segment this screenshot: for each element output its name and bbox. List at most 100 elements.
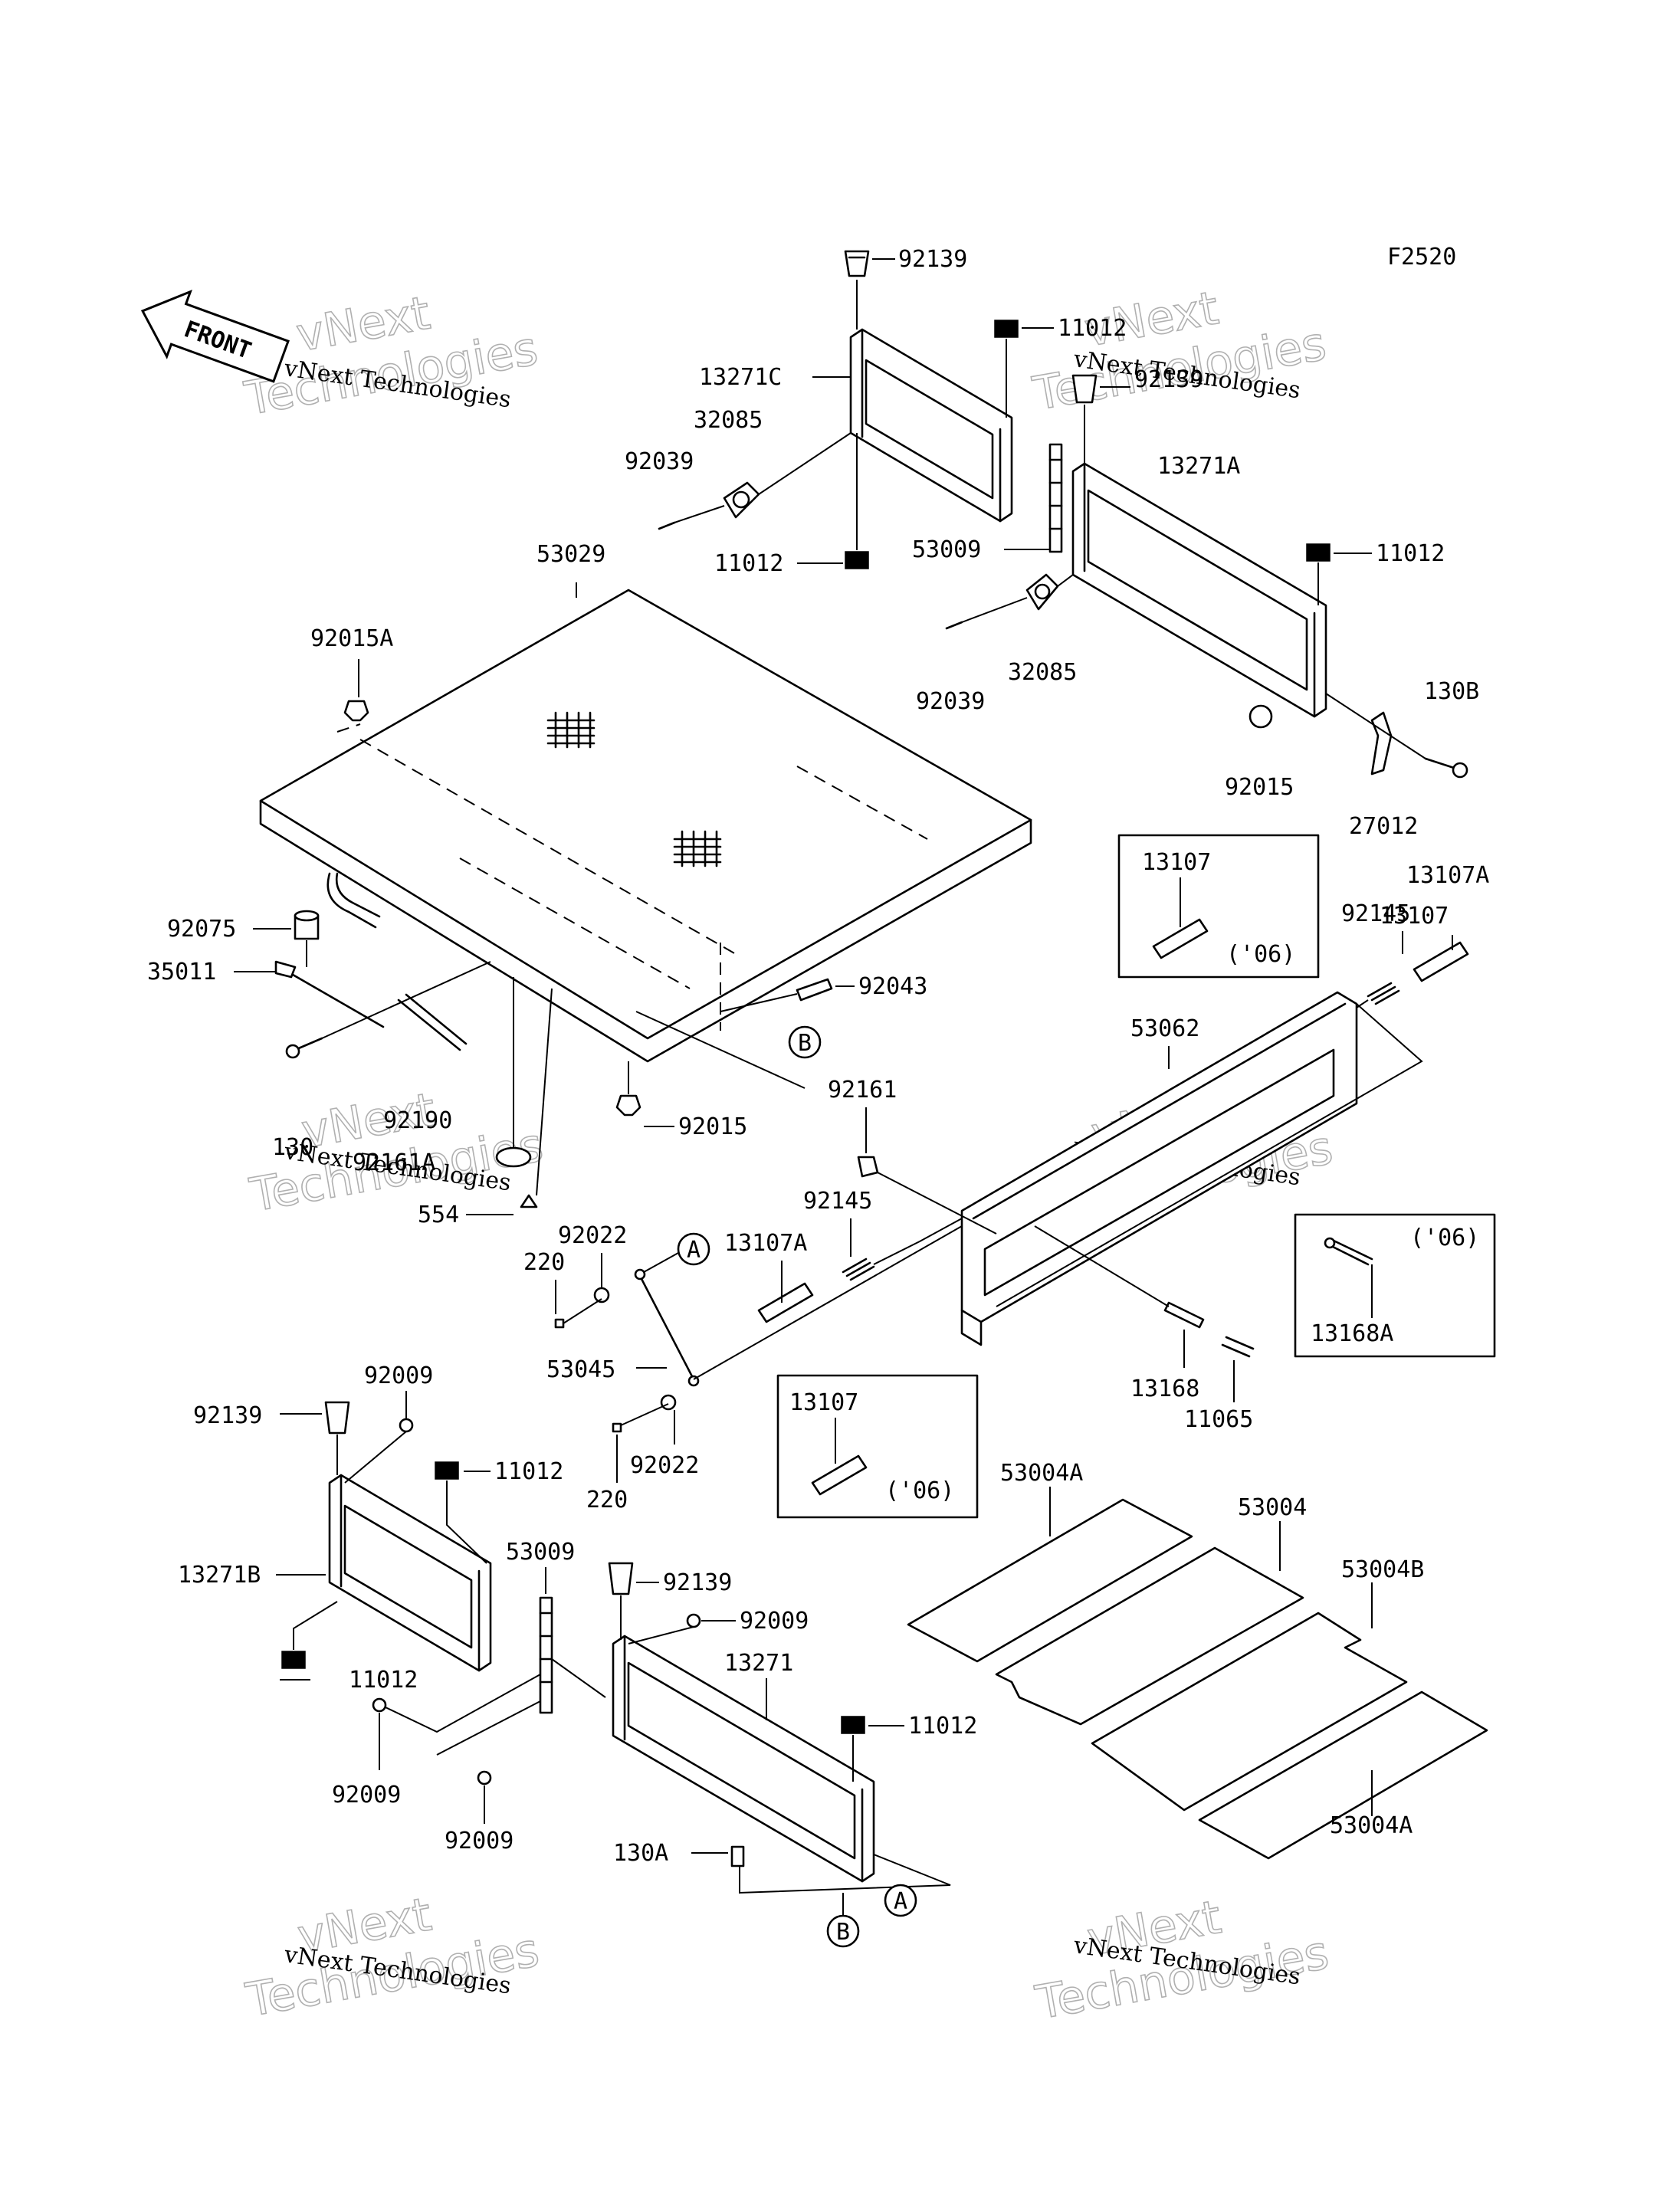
part-label: 13271: [724, 1650, 793, 1677]
deck-hidden-line: [459, 857, 691, 989]
part-label: 53004A: [1000, 1460, 1083, 1487]
tailgate-panel: [983, 1048, 1335, 1297]
part-label: 11012: [1376, 540, 1445, 567]
part-label: 11012: [714, 550, 783, 577]
pin-icon: [757, 1282, 814, 1323]
grip-pattern-icon: [673, 830, 722, 867]
side-panel-opening: [1087, 489, 1308, 691]
callout-b-bottom: B: [826, 1914, 860, 1948]
part-label: 11065: [1184, 1406, 1253, 1433]
part-label: 92015: [1225, 774, 1294, 801]
leader: [643, 1252, 679, 1273]
hinge-strip-detail: [539, 1612, 553, 1684]
leader: [385, 1674, 541, 1733]
part-label: 92190: [383, 1107, 452, 1134]
spacer-top: [294, 910, 320, 922]
inset-note: ('06): [885, 1477, 954, 1504]
hinge-hole: [1034, 583, 1051, 600]
leader: [758, 432, 851, 495]
plug-icon: [1306, 543, 1331, 562]
side-panel-13271c: [849, 328, 1013, 523]
inset-part-label: 13107: [789, 1389, 858, 1416]
part-label: 13168: [1130, 1376, 1199, 1402]
pin-icon: [811, 1454, 868, 1496]
part-label: 92139: [663, 1569, 732, 1596]
leader: [1325, 693, 1426, 759]
part-label: 220: [586, 1487, 628, 1513]
part-label: 32085: [694, 407, 763, 434]
part-label: 11012: [494, 1458, 563, 1485]
mat-53004: [995, 1546, 1304, 1726]
callout-circle: [788, 1025, 822, 1059]
callout-label: A: [687, 1237, 701, 1264]
part-label: 53062: [1130, 1015, 1199, 1042]
nut-icon: [615, 1094, 641, 1117]
leader: [635, 1011, 806, 1089]
part-label: 13271C: [699, 364, 782, 391]
part-label: 92139: [898, 246, 967, 273]
lever-rod-icon: [282, 968, 385, 1028]
part-label: 92075: [167, 916, 236, 943]
part-label: 92009: [364, 1362, 433, 1389]
leader: [536, 988, 553, 1196]
callout-circle: [826, 1914, 860, 1948]
part-label: 554: [418, 1202, 459, 1228]
leader: [1034, 1225, 1170, 1307]
spring-icon: [1367, 982, 1400, 1005]
tailgate-foot: [960, 1309, 983, 1346]
callout-circle: [884, 1884, 917, 1917]
cap-icon: [324, 1401, 350, 1435]
cap-icon: [844, 250, 870, 277]
leader: [693, 1225, 963, 1380]
pin-icon: [658, 521, 676, 530]
hinge-hole: [732, 490, 750, 509]
part-label: 13271A: [1157, 453, 1240, 480]
callout-circle: [677, 1232, 710, 1266]
plug-icon: [281, 1651, 306, 1669]
part-label: 92009: [332, 1782, 401, 1808]
figure-code: F2520: [1387, 244, 1456, 271]
part-label: 92043: [858, 973, 927, 1000]
pin-icon: [1221, 1336, 1255, 1358]
part-label: 53045: [546, 1356, 615, 1383]
part-label: 53009: [912, 536, 981, 563]
front-arrow: FRONT: [140, 289, 290, 383]
pin-head: [1324, 1237, 1336, 1249]
part-label: 27012: [1349, 813, 1418, 840]
leader: [321, 961, 491, 1039]
part-label: 92145: [1341, 900, 1410, 927]
bracket-icon: [1370, 711, 1393, 776]
leader: [961, 597, 1028, 623]
side-panel-13271: [612, 1635, 875, 1883]
inset-note: ('06): [1226, 941, 1295, 968]
leader: [551, 1658, 606, 1698]
cable-end: [634, 1268, 646, 1280]
cap-92139-top: [844, 250, 870, 277]
part-label: 92145: [803, 1188, 872, 1215]
deck-hidden-line: [796, 766, 928, 840]
plug-icon: [435, 1461, 459, 1480]
bolt-icon: [477, 1770, 492, 1785]
pin-icon: [1328, 1238, 1373, 1266]
pin-icon: [945, 621, 963, 630]
mat-53004a-bottom: [1198, 1690, 1488, 1860]
inset-part-label: 13107: [1142, 849, 1211, 876]
mat-icon: [1198, 1690, 1488, 1860]
watermark-mid-left: vNext Technologies: [245, 1082, 547, 1223]
hinge-32085-left: [723, 481, 760, 519]
part-label: 53009: [506, 1539, 575, 1566]
leader: [336, 723, 361, 733]
handle-icon: [326, 872, 377, 929]
part-label: 130A: [613, 1840, 668, 1867]
part-label: 92161A: [353, 1149, 435, 1176]
plug-icon: [845, 551, 869, 569]
cap-icon: [1071, 374, 1098, 404]
leader: [446, 1481, 487, 1564]
cable-53045: [634, 1268, 700, 1387]
bolt-head: [1452, 762, 1468, 779]
side-panel-opening: [627, 1661, 856, 1860]
leader: [620, 1403, 669, 1426]
bolt-icon: [294, 1037, 323, 1051]
deck-53029: [259, 589, 1032, 1063]
